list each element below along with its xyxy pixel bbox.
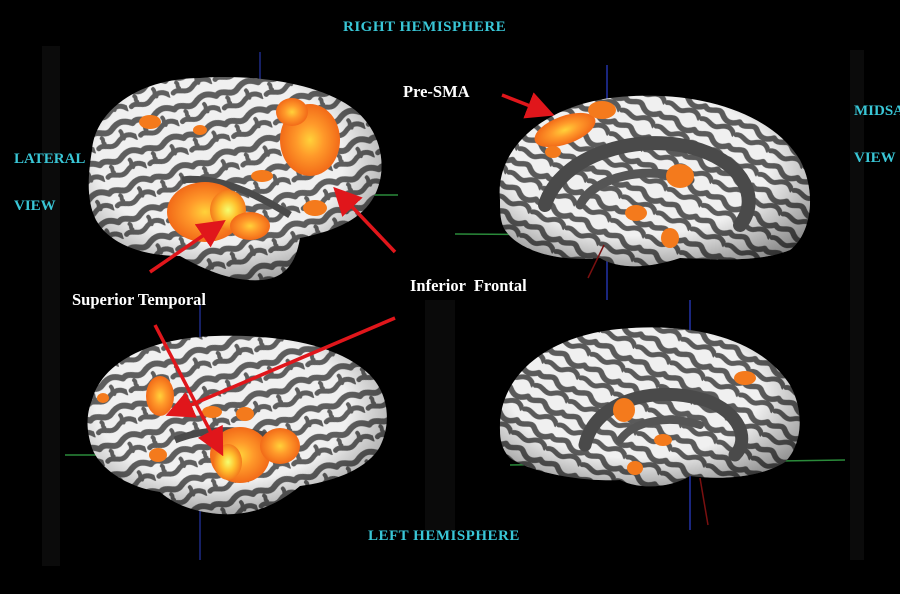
activation-blob	[193, 125, 207, 135]
panel-frame-right	[850, 50, 864, 560]
cortex-shading	[88, 77, 382, 281]
cingulate-sulcus	[578, 387, 749, 462]
cortex-shading	[499, 95, 811, 267]
cingulate-sulcus	[538, 136, 756, 232]
cortex-shading	[87, 335, 387, 515]
activation-blob	[230, 212, 270, 240]
label-superior-temporal: Superior Temporal	[72, 290, 207, 309]
sylvian-fissure	[181, 175, 292, 218]
heading-right-hemisphere: RIGHT HEMISPHERE	[343, 19, 507, 35]
activation-blob	[654, 434, 672, 446]
activation-blob	[534, 112, 596, 148]
activation-blob	[625, 205, 647, 221]
activation-blob	[146, 376, 174, 416]
activation-blob	[260, 428, 300, 464]
brain-left-midsagittal	[499, 327, 800, 526]
arrow-superior-temporal-left	[153, 324, 224, 457]
callosal-sulcus	[616, 416, 704, 444]
heading-lateral-view: LATERAL VIEW	[14, 151, 85, 214]
annotation-arrows	[149, 92, 555, 457]
activation-blob	[251, 170, 273, 182]
activation-blob	[666, 164, 694, 188]
brain-right-lateral	[88, 77, 382, 281]
activation-blob	[149, 448, 167, 462]
activation-blob	[303, 200, 327, 216]
panel-frame-center	[425, 300, 455, 530]
activation-blob	[97, 393, 109, 403]
activation-blob	[202, 406, 222, 418]
label-inferior-frontal: Inferior Frontal	[410, 276, 527, 295]
label-pre-sma: Pre-SMA	[403, 82, 470, 101]
crosshair-line	[699, 477, 709, 526]
cortex-shading	[499, 327, 800, 487]
heading-midsaggital-view: MIDSAGGITAL VIEW	[854, 103, 900, 166]
activation-blob	[236, 407, 254, 421]
activation-blob	[734, 371, 756, 385]
activation-blob	[545, 146, 561, 158]
brain-right-midsagittal	[499, 95, 811, 279]
activation-blob	[588, 101, 616, 119]
arrow-inferior-frontal-left	[165, 316, 396, 418]
activation-blob	[661, 228, 679, 248]
activation-blob	[627, 461, 643, 475]
brain-left-lateral	[87, 335, 387, 515]
arrow-superior-temporal-right	[149, 220, 226, 274]
arrow-inferior-frontal-right	[333, 186, 397, 254]
heading-left-hemisphere: LEFT HEMISPHERE	[368, 528, 520, 544]
panel-frame-left	[42, 46, 60, 566]
activation-blob	[613, 398, 635, 422]
activation-blob	[139, 115, 161, 129]
crosshair-line	[587, 244, 605, 279]
arrow-pre-sma	[501, 92, 555, 119]
activation-blob	[276, 98, 308, 126]
